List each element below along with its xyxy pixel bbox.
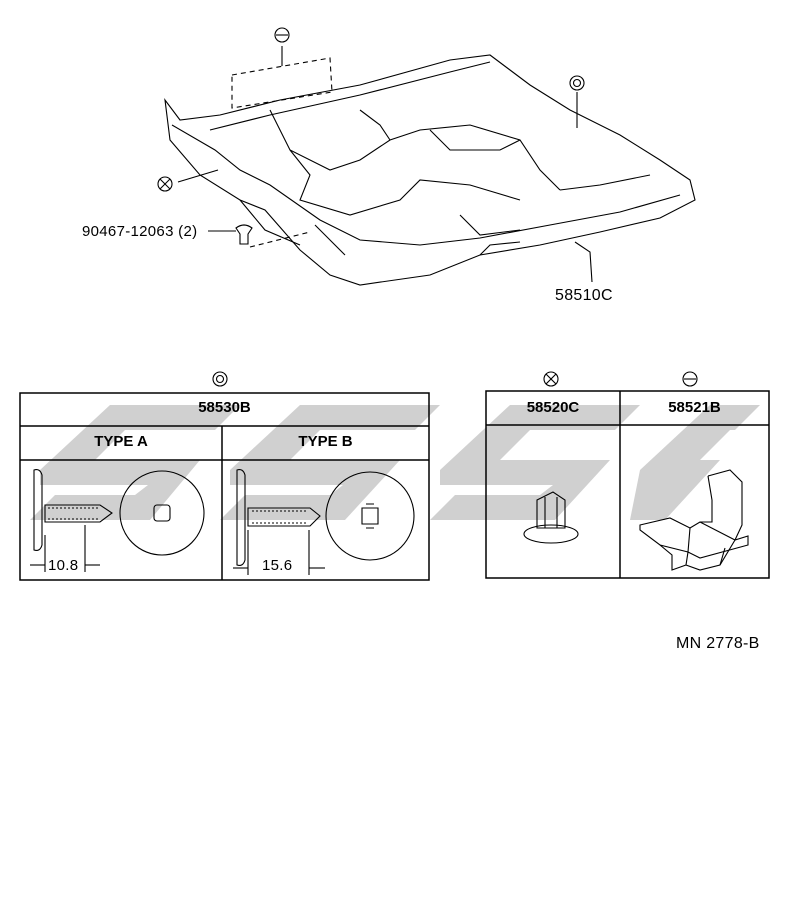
carpet-part-number: 58510C (555, 287, 613, 304)
floor-carpet-drawing (164, 46, 696, 286)
type-b-dimension: 15.6 (262, 557, 293, 574)
right-table-col2-header: 58521B (668, 399, 721, 416)
type-a-dimension: 10.8 (48, 557, 79, 574)
clip-58521b-drawing (639, 469, 749, 571)
type-b-clip-drawing (233, 469, 415, 575)
type-a-label: TYPE A (94, 433, 148, 450)
type-b-label: TYPE B (298, 433, 353, 450)
watermark-logo (30, 405, 760, 520)
left-table-header: 58530B (198, 399, 251, 416)
nut-58520c-drawing (523, 491, 579, 544)
right-table-col1-header: 58520C (526, 399, 580, 416)
diagram-id: MN 2778-B (676, 635, 760, 652)
bolt-part-number: 90467-12063 (2) (82, 223, 198, 240)
left-table-lines (19, 392, 430, 581)
right-table-lines (485, 390, 770, 579)
type-a-clip-drawing (30, 469, 205, 572)
